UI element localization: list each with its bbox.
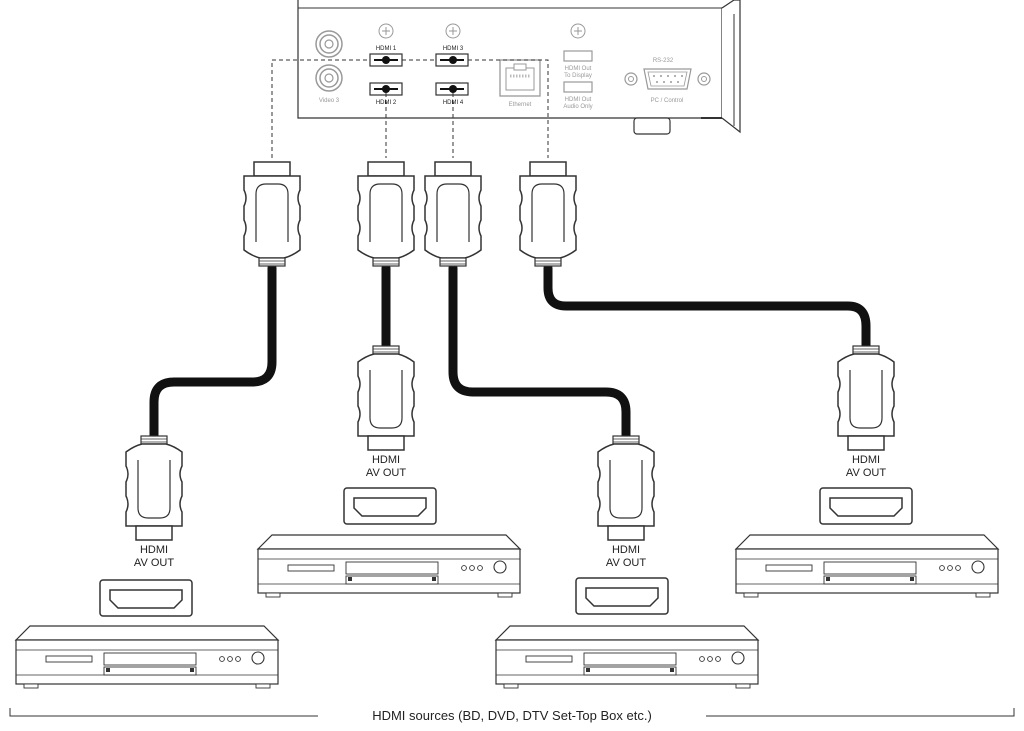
hdmi-plug-icon	[597, 435, 655, 541]
hdmi-port-icon	[819, 487, 913, 525]
source-1-label-line1: HDMI	[140, 544, 168, 556]
source-player-4	[735, 534, 999, 598]
source-1-label-line2: AV OUT	[134, 557, 174, 569]
hdmi-cables	[149, 263, 871, 441]
hdmi-plug-icon	[357, 345, 415, 451]
ethernet-port-icon	[499, 59, 541, 97]
sources-bracket	[9, 708, 1015, 717]
source-3-label-line2: AV OUT	[606, 557, 646, 569]
source-2-label-line1: HDMI	[372, 454, 400, 466]
hdmi-out-audio-label-2: Audio Only	[563, 104, 592, 110]
hdmi-plug-icon	[519, 161, 577, 267]
ethernet-label: Ethernet	[509, 102, 532, 108]
hdmi3-label: HDMI 3	[443, 46, 464, 52]
hdmi1-label: HDMI 1	[376, 46, 397, 52]
hdmi-plug-icon	[243, 161, 301, 267]
rca-jack-icon	[315, 30, 343, 92]
pc-control-label: PC / Control	[651, 98, 684, 104]
hdmi-out-audio-label: HDMI Out	[565, 97, 592, 103]
hdmi-output-ports	[563, 50, 593, 93]
hdmi-plug-icon	[837, 345, 895, 451]
rs232-label: RS-232	[653, 58, 674, 64]
video3-label: Video 3	[319, 98, 340, 104]
av-receiver-rear-panel: Video 3 HDMI 1 HDMI 3 HDMI 2 HDMI 4	[297, 0, 741, 135]
sources-caption: HDMI sources (BD, DVD, DTV Set-Top Box e…	[372, 708, 652, 723]
rs232-port-icon	[624, 68, 711, 90]
hdmi-plug-icon	[424, 161, 482, 267]
hdmi-plug-icon	[357, 161, 415, 267]
connection-guide-lines	[271, 59, 549, 158]
hdmi-port-icon	[343, 487, 437, 525]
source-4-label-line1: HDMI	[852, 454, 880, 466]
source-player-3	[495, 625, 759, 689]
hdmi-plug-icon	[125, 435, 183, 541]
hdmi-port-icon	[575, 577, 669, 615]
source-3-label-line1: HDMI	[612, 544, 640, 556]
hdmi-port-icon	[99, 579, 193, 617]
hdmi-out-display-label-2: To Display	[564, 73, 592, 79]
source-2-label-line2: AV OUT	[366, 467, 406, 479]
source-4-label-line2: AV OUT	[846, 467, 886, 479]
source-player-2	[257, 534, 521, 598]
screw-icon	[378, 23, 586, 39]
source-player-1	[15, 625, 279, 689]
hdmi-out-display-label: HDMI Out	[565, 66, 592, 72]
